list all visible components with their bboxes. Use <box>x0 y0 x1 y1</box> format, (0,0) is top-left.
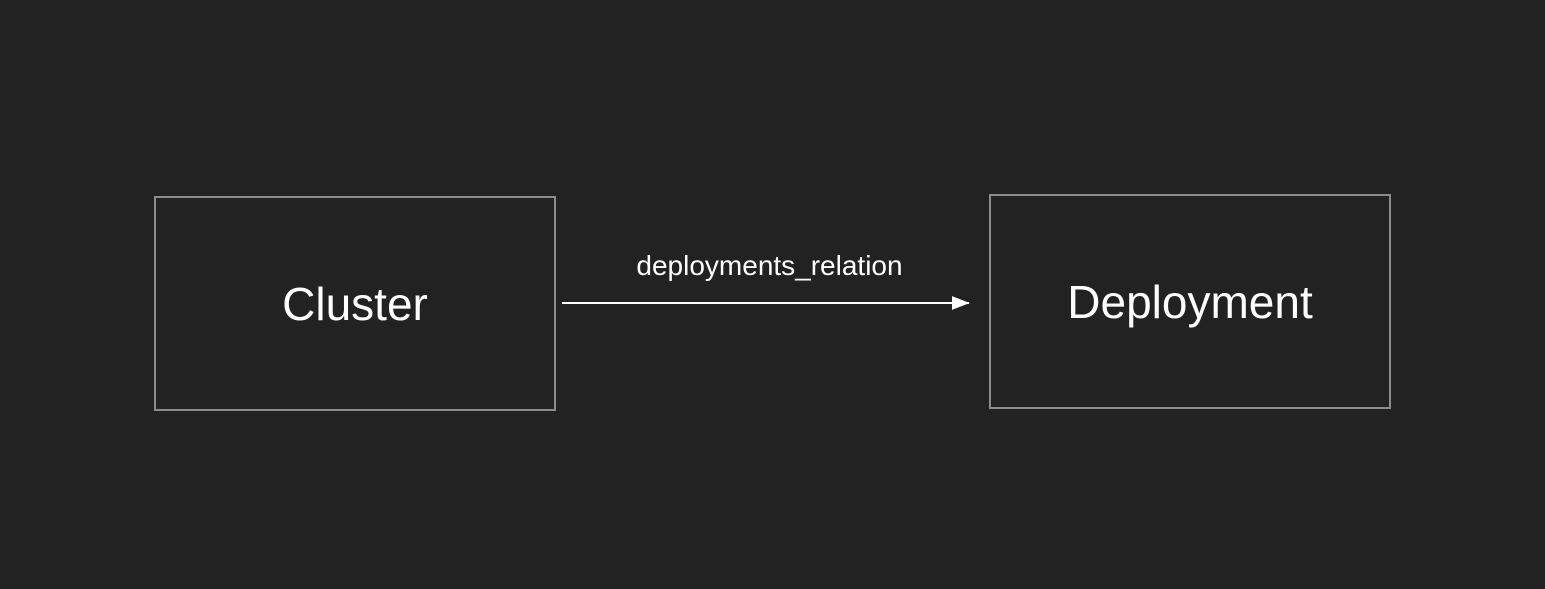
edge-deployments-relation-label-wrap: deployments_relation <box>0 252 1545 280</box>
node-cluster-label: Cluster <box>282 277 428 330</box>
edge-deployments-relation-label: deployments_relation <box>636 250 903 281</box>
node-deployment-label: Deployment <box>1067 275 1313 328</box>
node-cluster[interactable]: Cluster <box>154 196 556 411</box>
node-deployment[interactable]: Deployment <box>989 194 1391 409</box>
